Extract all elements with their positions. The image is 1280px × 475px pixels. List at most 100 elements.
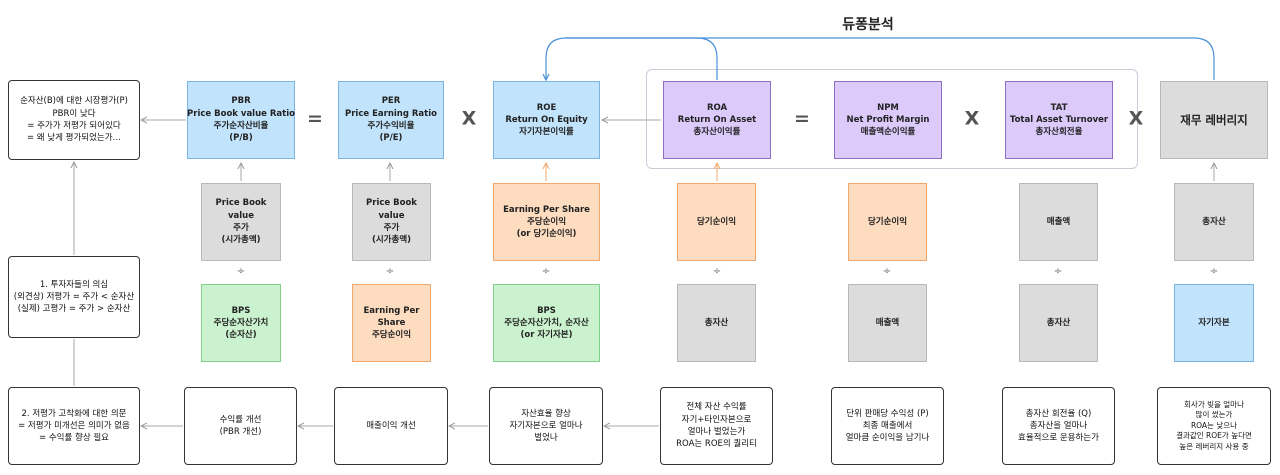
tat-denominator-box: 총자산 — [1019, 284, 1098, 362]
per-denominator-box: Earning Per Share 주당순이익 — [352, 284, 431, 362]
denominator-line: Share — [377, 317, 406, 328]
note-line: 높은 레버리지 사용 중 — [1179, 441, 1249, 451]
denominator-line: (순자산) — [225, 330, 257, 341]
pbr-denominator-box: BPS 주당순자산가치 (순자산) — [201, 284, 281, 362]
denominator-line: Earning Per — [363, 305, 420, 316]
note-line: 2. 저평가 고착화에 대한 의문 — [21, 408, 127, 419]
note-line: 결과값인 ROE가 높다면 — [1176, 431, 1252, 441]
divide-operator: ÷ — [712, 266, 722, 277]
per-label: PER — [381, 96, 401, 107]
roe-numerator-box: Earning Per Share 주당순이익 (or 당기순이익) — [493, 183, 600, 261]
undervalue-question-note: 2. 저평가 고착화에 대한 의문 = 저평가 미개선은 의미가 없음 = 수익… — [8, 387, 140, 465]
leverage-box: 재무 레버리지 — [1160, 81, 1268, 159]
pbr-english: Price Book value Ratio — [187, 108, 295, 119]
roa-decomposition-frame — [646, 69, 1138, 169]
numerator-line: 총자산 — [1202, 216, 1226, 227]
numerator-line: (시가총액) — [221, 235, 261, 246]
times-operator: X — [964, 107, 980, 130]
note-line: 단위 판매당 수익성 (P) — [846, 408, 929, 419]
leverage-label: 재무 레버리지 — [1180, 112, 1248, 127]
note-line: ROA는 ROE의 퀄리티 — [676, 439, 757, 450]
per-english: Price Earning Ratio — [345, 108, 437, 119]
note-line: 자기자본으로 얼마나 — [509, 420, 583, 431]
denominator-line: 총자산 — [704, 317, 729, 328]
denominator-line: BPS — [537, 305, 556, 316]
note-line: 자기+타인자본으로 — [681, 414, 752, 425]
roe-korean: 자기자본이익률 — [519, 127, 574, 138]
pbr-korean: 주가순자산비율 — [213, 121, 269, 131]
roa-box: ROA Return On Asset 총자산이익률 — [663, 81, 771, 159]
roa-numerator-box: 당기순이익 — [677, 183, 756, 261]
roa-quality-note: 전체 자산 수익률 자기+타인자본으로 얼마나 벌었는가 ROA는 ROE의 퀄… — [660, 387, 773, 465]
denominator-line: BPS — [231, 305, 251, 316]
note-line: 순자산(B)에 대한 시장평가(P) — [20, 96, 128, 107]
leverage-denominator-box: 자기자본 — [1174, 284, 1254, 362]
note-line: 얼마큼 순이익을 남기나 — [845, 433, 930, 444]
numerator-line: value — [378, 210, 405, 221]
npm-korean: 매출액순이익률 — [860, 127, 916, 138]
roe-denominator-box: BPS 주당순자산가치, 순자산 (or 자기자본) — [493, 284, 600, 362]
npm-denominator-box: 매출액 — [848, 284, 927, 362]
leverage-numerator-box: 총자산 — [1174, 183, 1254, 261]
equals-operator: = — [307, 107, 323, 130]
numerator-line: Price Book — [366, 198, 417, 209]
roa-label: ROA — [706, 102, 728, 113]
market-eval-note: 순자산(B)에 대한 시장평가(P) PBR이 낮다 = 주가가 저평가 되어있… — [8, 80, 140, 160]
note-line: 매출이익 개선 — [366, 420, 416, 431]
investor-doubt-note: 1. 투자자들의 의심 (외견상) 저평가 = 주가 < 순자산 (실제) 고평… — [8, 256, 140, 338]
roa-english: Return On Asset — [677, 114, 757, 125]
numerator-line: Price Book — [215, 198, 267, 209]
numerator-line: Earning Per Share — [503, 204, 590, 215]
pbr-formula: (P/B) — [229, 133, 253, 144]
note-line: 총자산을 얼마나 — [1029, 420, 1088, 431]
times-operator: X — [461, 107, 477, 130]
denominator-line: 총자산 — [1046, 317, 1071, 328]
per-korean: 주가수익비율 — [367, 121, 415, 131]
divide-operator: ÷ — [541, 266, 551, 277]
tat-box: TAT Total Asset Turnover 총자산회전율 — [1005, 81, 1113, 159]
divide-operator: ÷ — [882, 266, 892, 277]
npm-label: NPM — [877, 102, 899, 113]
numerator-line: 당기순이익 — [696, 216, 737, 227]
leverage-note: 회사가 빚을 얼마나 많이 썼는가 ROA는 낮으나 결과값인 ROE가 높다면… — [1157, 387, 1271, 465]
npm-profitability-note: 단위 판매당 수익성 (P) 최종 매출에서 얼마큼 순이익을 남기나 — [831, 387, 944, 465]
denominator-line: 매출액 — [875, 317, 900, 328]
per-formula: (P/E) — [379, 133, 403, 144]
note-line: 얼마나 벌었는가 — [687, 427, 746, 437]
equity-efficiency-note: 자산효율 향상 자기자본으로 얼마나 벌었나 — [489, 387, 603, 465]
note-line: 많이 썼는가 — [1195, 410, 1233, 420]
note-line: 회사가 빚을 얼마나 — [1184, 399, 1244, 409]
note-line: PBR이 낮다 — [52, 108, 96, 119]
pbr-label: PBR — [231, 96, 251, 107]
per-box: PER Price Earning Ratio 주가수익비율 (P/E) — [338, 81, 444, 159]
numerator-line: 당기순이익 — [867, 216, 908, 227]
denominator-line: 주당순자산가치, 순자산 — [504, 317, 589, 328]
denominator-line: 주당순자산가치 — [213, 317, 269, 328]
denominator-line: 자기자본 — [1198, 317, 1230, 328]
note-line: (외견상) 저평가 = 주가 < 순자산 — [13, 291, 135, 302]
note-line: = 주가가 저평가 되어있다 — [27, 121, 121, 131]
numerator-line: 주당순이익 — [526, 216, 567, 227]
divide-operator: ÷ — [1053, 266, 1063, 277]
note-line: = 왜 낮게 평가되었는가… — [26, 133, 122, 144]
times-operator: X — [1128, 107, 1144, 130]
pbr-box: PBR Price Book value Ratio 주가순자산비율 (P/B) — [187, 81, 295, 159]
pbr-numerator-box: Price Book value 주가 (시가총액) — [201, 183, 281, 261]
note-line: = 저평가 미개선은 의미가 없음 — [18, 420, 130, 431]
roe-box: ROE Return On Equity 자기자본이익률 — [493, 81, 600, 159]
roe-label: ROE — [536, 102, 557, 113]
numerator-line: value — [227, 210, 254, 221]
pbr-improve-note: 수익률 개선 (PBR 개선) — [184, 387, 297, 465]
note-line: 총자산 회전율 (Q) — [1025, 408, 1092, 419]
divide-operator: ÷ — [1209, 266, 1219, 277]
numerator-line: (or 당기순이익) — [516, 229, 577, 240]
denominator-line: 주당순이익 — [371, 330, 412, 341]
tat-label: TAT — [1050, 102, 1068, 113]
note-line: = 수익률 향상 필요 — [39, 433, 109, 444]
margin-improve-note: 매출이익 개선 — [334, 387, 448, 465]
note-line: (PBR 개선) — [219, 427, 262, 437]
divide-operator: ÷ — [385, 266, 395, 277]
roa-denominator-box: 총자산 — [677, 284, 756, 362]
note-line: ROA는 낮으나 — [1190, 420, 1238, 430]
